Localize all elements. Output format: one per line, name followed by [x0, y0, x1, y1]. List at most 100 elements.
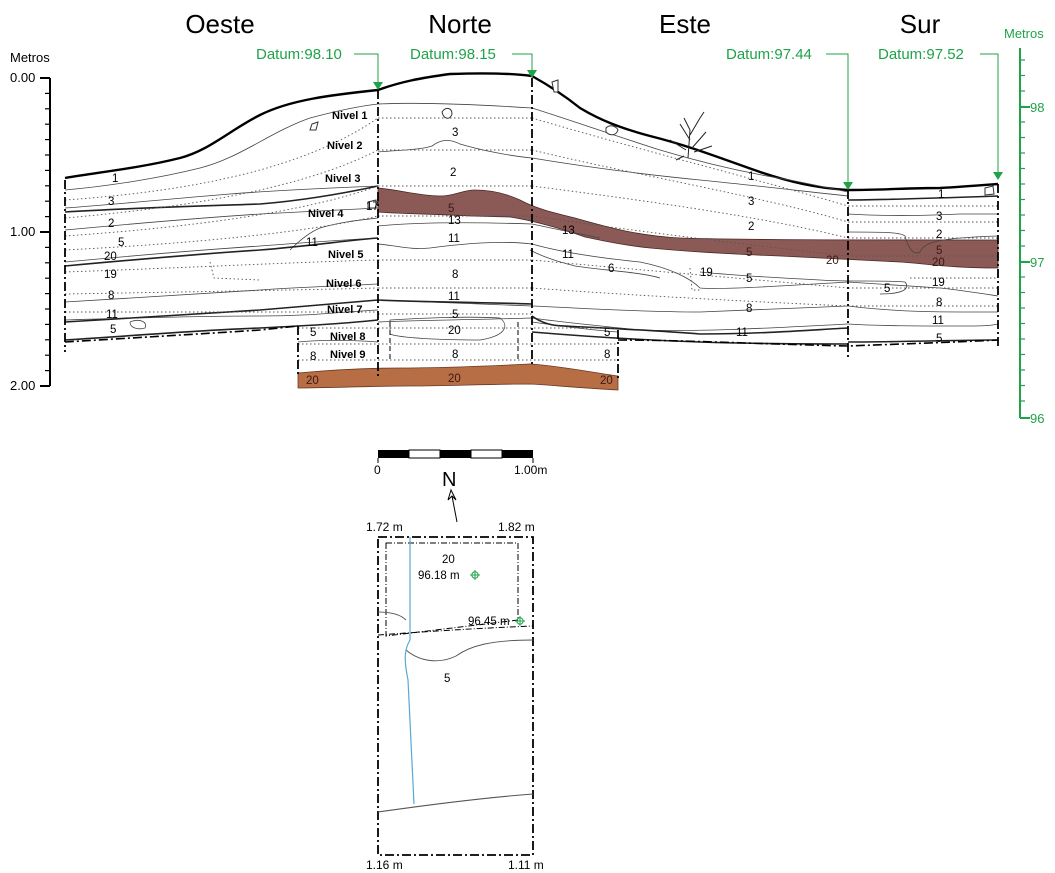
layer-label: 5: [452, 309, 458, 321]
layer-label: 8: [452, 269, 458, 281]
left-axis-tick-0: 0.00: [10, 70, 35, 85]
layer-label: 5: [746, 273, 752, 285]
layer-label: 3: [108, 196, 114, 208]
layer-label: 8: [452, 349, 458, 361]
excavation-level-lines: [64, 117, 998, 361]
nivel-label-1: Nivel 1: [332, 110, 367, 122]
nivel-label-3: Nivel 3: [325, 173, 360, 185]
layer-label: 8: [310, 351, 316, 363]
layer-label: 1: [112, 173, 118, 185]
layer-label: 8: [936, 297, 942, 309]
benchmark-icon: [515, 616, 525, 626]
left-axis-title: Metros: [10, 50, 50, 65]
layer-label: 5: [936, 245, 942, 257]
layer-label: 19: [700, 267, 713, 279]
layer-label: 11: [106, 309, 118, 321]
layer-label: 2: [108, 218, 114, 230]
plan-elevation-1: 96.18 m: [418, 570, 460, 582]
right-axis-tick-2: 96: [1030, 411, 1044, 426]
plan-corner-nw: 1.72 m: [366, 520, 403, 534]
layer-label: 5: [110, 324, 116, 336]
major-horizons: [64, 185, 999, 345]
layer-label: 6: [608, 263, 614, 275]
scale-bar: 0 1.00m: [374, 449, 547, 477]
plan-layer-label: 20: [442, 554, 455, 566]
corner-posts: [64, 78, 999, 378]
datum-label-4: Datum:97.52: [878, 46, 964, 63]
nivel-label-9: Nivel 9: [330, 349, 365, 361]
datum-marker-1: Datum:98.10: [256, 46, 383, 90]
layer-label: 20: [448, 325, 461, 337]
layer-label: 20: [104, 251, 117, 263]
layer-label: 5: [118, 237, 124, 249]
layer-label: 3: [936, 211, 942, 223]
layer-label: 5: [746, 247, 752, 259]
datum-label-3: Datum:97.44: [726, 46, 812, 63]
layer-label: 20: [306, 375, 319, 387]
layer-label: 20: [448, 373, 461, 385]
layer-label: 8: [604, 349, 610, 361]
plan-elevation-2: 96.45 m: [468, 616, 510, 628]
layer-label: 2: [936, 229, 942, 241]
layer-label: 8: [108, 290, 114, 302]
plan-corner-sw: 1.16 m: [366, 858, 403, 872]
plan-view: 1.72 m 1.82 m 1.16 m 1.11 m 20 5 96.18 m…: [366, 520, 544, 872]
nivel-label-8: Nivel 8: [330, 331, 365, 343]
datum-marker-4: Datum:97.52: [878, 46, 1003, 180]
layer-label: 11: [932, 315, 944, 327]
layer-label: 11: [736, 327, 748, 339]
layer-label: 19: [932, 277, 945, 289]
layer-label: 20: [932, 257, 945, 269]
datum-label-1: Datum:98.10: [256, 46, 342, 63]
datum-marker-2: Datum:98.15: [410, 46, 537, 78]
north-label: N: [442, 469, 456, 491]
root-sketch-icon: [669, 111, 713, 161]
lower-step-inner-lines: [389, 322, 519, 362]
layer-label: 20: [600, 375, 613, 387]
layer-label: 5: [936, 333, 942, 345]
left-axis-tick-2: 2.00: [10, 378, 35, 393]
level-4-dark-layer: [377, 187, 999, 269]
layer-label: 1: [938, 189, 944, 201]
layer-label: 5: [310, 327, 316, 339]
layer-label: 11: [448, 233, 460, 245]
layer-label: 5: [448, 203, 454, 215]
nivel-label-6: Nivel 6: [326, 278, 361, 290]
plan-corner-ne: 1.82 m: [498, 520, 535, 534]
datum-marker-3: Datum:97.44: [726, 46, 853, 190]
right-axis-tick-0: 98: [1030, 100, 1044, 115]
layer-label: 19: [104, 269, 117, 281]
layer-label: 13: [448, 215, 461, 227]
layer-label: 20: [826, 255, 839, 267]
layer-label: 3: [452, 127, 458, 139]
north-arrow-icon: N: [442, 469, 458, 523]
excavation-bottom-line: [64, 325, 999, 347]
layer-label: 11: [562, 249, 574, 261]
nivel-label-2: Nivel 2: [327, 140, 362, 152]
layer-label: 1: [748, 171, 754, 183]
wall-title-este: Este: [659, 9, 711, 39]
wall-title-sur: Sur: [900, 9, 941, 39]
plan-layer-label: 5: [444, 673, 450, 685]
benchmark-icon: [470, 570, 480, 580]
layer-label: 2: [748, 221, 754, 233]
layer-label: 11: [306, 237, 318, 249]
layer-label: 5: [884, 283, 890, 295]
nivel-label-5: Nivel 5: [328, 249, 363, 261]
right-elevation-axis: Metros 98 97 96: [1004, 26, 1044, 426]
layer-label: 13: [562, 225, 575, 237]
layer-label: 11: [448, 291, 460, 303]
layer-label: 3: [748, 196, 754, 208]
stones-and-roots: [309, 79, 995, 209]
layer-label: 17: [366, 201, 379, 213]
scale-end: 1.00m: [514, 463, 547, 477]
wall-title-norte: Norte: [428, 9, 492, 39]
datum-label-2: Datum:98.15: [410, 46, 496, 63]
layer-label: 8: [746, 303, 752, 315]
left-axis-tick-1: 1.00: [10, 224, 35, 239]
plan-corner-se: 1.11 m: [508, 858, 544, 872]
layer-label: 5: [604, 327, 610, 339]
right-axis-tick-1: 97: [1030, 255, 1044, 270]
wall-title-oeste: Oeste: [185, 9, 254, 39]
